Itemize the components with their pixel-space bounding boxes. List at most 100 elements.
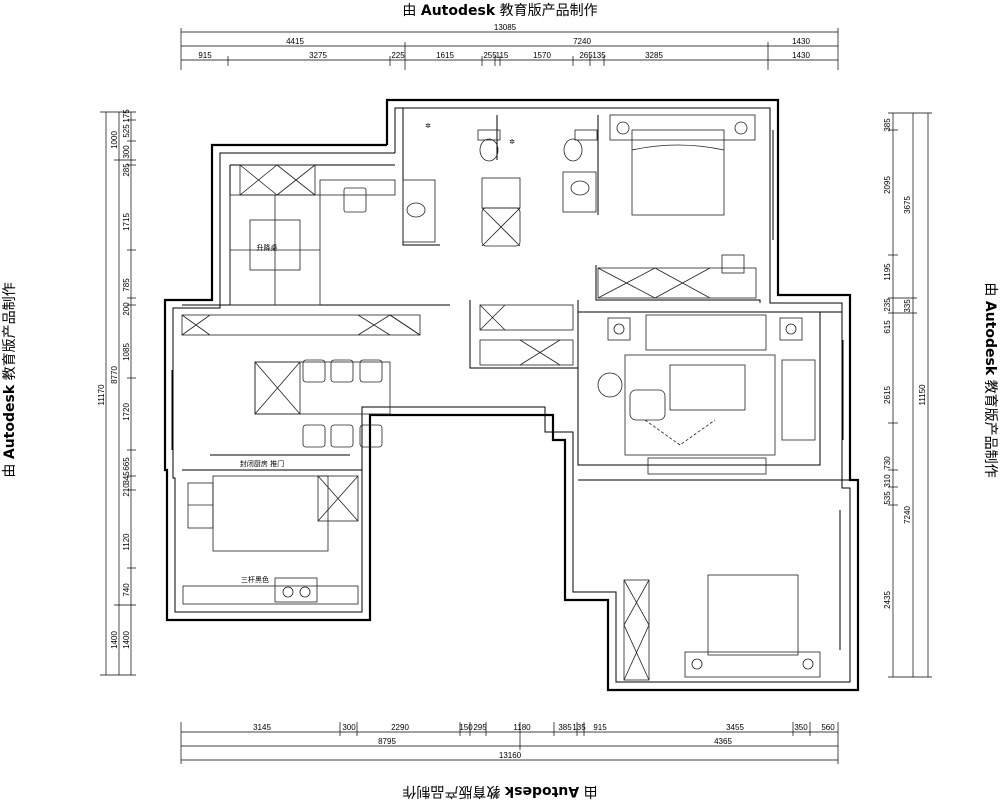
- dim-left-overall: 11170: [97, 384, 106, 406]
- living-room: [597, 314, 816, 475]
- chair-icon: [330, 424, 354, 448]
- dim-left: 1085: [122, 343, 131, 361]
- dim-top: 255: [483, 51, 497, 60]
- chair-icon: [359, 424, 383, 448]
- chair-icon: [343, 187, 367, 213]
- dim-bottom: 3145: [253, 723, 271, 732]
- dim-top: 4415: [286, 37, 304, 46]
- second-bedroom: [623, 574, 821, 681]
- master-bedroom: [597, 114, 757, 299]
- dim-left: 345: [122, 471, 131, 485]
- dim-bottom: 135: [572, 723, 586, 732]
- dining-table: [254, 361, 391, 415]
- dim-top: 265: [579, 51, 593, 60]
- dim-left: 1000: [110, 131, 119, 149]
- dim-bottom: 350: [794, 723, 808, 732]
- dim-top: 915: [198, 51, 212, 60]
- dimensions-left: 11170 1000 8770 1400 175 525 300 285 171…: [97, 109, 136, 676]
- study-furniture: 升降桌: [229, 164, 396, 306]
- bed-icon: [707, 574, 799, 656]
- dim-right: 335: [903, 299, 912, 313]
- chair-icon: [359, 359, 383, 383]
- dim-bottom: 560: [821, 723, 835, 732]
- dim-right: 2435: [883, 591, 892, 609]
- sink-icon: [570, 180, 590, 196]
- dim-left: 740: [122, 583, 131, 597]
- dim-left: 1120: [122, 533, 131, 551]
- dim-left: 785: [122, 278, 131, 292]
- dim-bottom: 2290: [391, 723, 409, 732]
- dim-bottom-overall: 13160: [499, 751, 522, 760]
- dim-left: 175: [122, 109, 131, 123]
- dim-top: 225: [391, 51, 405, 60]
- toilet-icon: [563, 138, 583, 162]
- lift-table: [249, 219, 301, 271]
- dim-top: 1430: [792, 51, 810, 60]
- toilet-icon: [479, 138, 499, 162]
- dim-top: 115: [496, 51, 509, 60]
- dim-left: 200: [122, 302, 131, 316]
- sink-icon: [406, 202, 426, 218]
- dim-left: 1400: [110, 631, 119, 649]
- dim-left: 1720: [122, 403, 131, 421]
- dim-top: 1570: [533, 51, 551, 60]
- dim-right-overall: 11150: [918, 384, 927, 406]
- dim-top: 1430: [792, 37, 810, 46]
- dim-right: 310: [883, 474, 892, 488]
- chair-icon: [302, 359, 326, 383]
- dim-top-overall: 13085: [494, 23, 517, 32]
- dim-right: 2615: [883, 386, 892, 404]
- dim-bottom: 8795: [378, 737, 396, 746]
- dim-bottom: 3455: [726, 723, 744, 732]
- dim-bottom: 915: [593, 723, 607, 732]
- lift-table-label: 升降桌: [257, 243, 278, 252]
- dim-bottom: 300: [342, 723, 356, 732]
- chair-icon: [302, 424, 326, 448]
- chair-icon: [721, 254, 745, 274]
- dim-left: 285: [122, 163, 131, 177]
- armchair-icon: [629, 389, 666, 421]
- cabinet-note-label: 三杆黑色: [241, 575, 269, 584]
- watermark-right: 由 Autodesk 教育版产品制作: [982, 282, 998, 477]
- dim-top: 3275: [309, 51, 327, 60]
- dim-left: 665: [122, 457, 131, 471]
- walls: [163, 98, 860, 692]
- dim-right: 1195: [883, 263, 892, 281]
- dim-bottom: 295: [473, 723, 487, 732]
- stove-icon: [274, 577, 318, 603]
- sink-icon: [187, 482, 214, 529]
- dim-top: 7240: [573, 37, 591, 46]
- dim-bottom: 150: [459, 723, 473, 732]
- dim-top: 1615: [436, 51, 454, 60]
- chair-icon: [330, 359, 354, 383]
- rug: [624, 354, 776, 456]
- dim-left: 8770: [110, 366, 119, 384]
- dim-right: 2095: [883, 176, 892, 194]
- dim-right: 7240: [903, 506, 912, 524]
- dim-right: 3675: [903, 196, 912, 214]
- dim-bottom: 385: [558, 723, 572, 732]
- dim-left: 1400: [122, 631, 131, 649]
- dim-right: 235: [883, 298, 892, 312]
- bed-icon: [631, 129, 725, 216]
- watermark-left: 由 Autodesk 教育版产品制作: [2, 282, 18, 477]
- dim-left: 300: [122, 145, 131, 159]
- coffee-table: [669, 364, 746, 411]
- sofa-icon: [781, 359, 816, 441]
- dim-right: 615: [883, 320, 892, 334]
- dimensions-bottom: 3145 300 2290 150 295 1180 385 135 915 3…: [180, 722, 839, 764]
- tv-cabinet: [647, 457, 767, 475]
- toilet-tank: [477, 129, 501, 141]
- watermark-bottom: 由 Autodesk 教育版产品制作: [402, 783, 597, 799]
- dim-left: 525: [122, 124, 131, 138]
- shower-icon: ✲: [509, 138, 515, 146]
- dimensions-top: 13085 4415 7240 1430 915 3275 225 1615 2…: [180, 23, 839, 70]
- dim-top: 135: [592, 51, 606, 60]
- kitchen: 封闭厨房 推门 三杆黑色: [182, 459, 359, 605]
- dimensions-right: 385 2095 1195 235 615 2615 730 310 535 2…: [883, 112, 932, 678]
- bathrooms: ✲ ✲: [402, 122, 598, 247]
- dim-bottom: 1180: [513, 723, 531, 732]
- watermark-top: 由 Autodesk 教育版产品制作: [402, 3, 597, 19]
- dim-right: 730: [883, 456, 892, 470]
